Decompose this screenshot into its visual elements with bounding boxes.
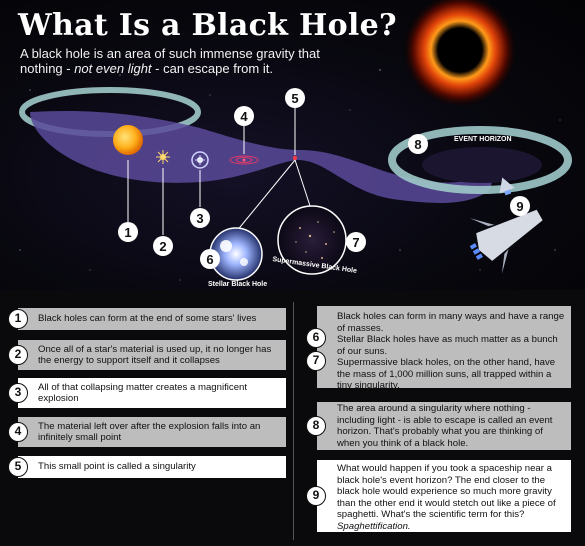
step-number: 2 bbox=[8, 345, 28, 365]
step-number: 4 bbox=[8, 422, 28, 442]
step-number: 1 bbox=[8, 309, 28, 329]
step-number: 9 bbox=[306, 486, 326, 506]
step-number: 3 bbox=[8, 383, 28, 403]
spaghettification-card: 9 What would happen if you took a spaces… bbox=[306, 460, 571, 532]
explanation-section: 1 Black holes can form at the end of som… bbox=[0, 290, 585, 546]
event-horizon-ring bbox=[388, 126, 572, 194]
page-title: What Is a Black Hole? bbox=[18, 8, 397, 43]
page-subtitle: A black hole is an area of such immense … bbox=[20, 46, 320, 76]
diagram-number-7: 7 bbox=[346, 232, 366, 252]
sun-icon bbox=[113, 125, 143, 155]
step-card-3: 3 All of that collapsing matter creates … bbox=[8, 378, 286, 408]
step-card-5: 5 This small point is called a singulari… bbox=[8, 456, 286, 478]
swirl-icon bbox=[229, 155, 259, 165]
singularity-point bbox=[293, 156, 297, 160]
step-number: 7 bbox=[306, 351, 326, 371]
diagram-number-3: 3 bbox=[190, 208, 210, 228]
step-number: 5 bbox=[8, 457, 28, 477]
diagram-number-1: 1 bbox=[118, 222, 138, 242]
step-card-1: 1 Black holes can form at the end of som… bbox=[8, 308, 286, 330]
types-intro: Black holes can form in many ways and ha… bbox=[337, 311, 565, 334]
event-horizon-card: 8 The area around a singularity where no… bbox=[306, 402, 571, 450]
space-illustration: What Is a Black Hole? A black hole is an… bbox=[0, 0, 585, 290]
step-card-4: 4 The material left over after the explo… bbox=[8, 417, 286, 447]
step-card-2: 2 Once all of a star's material is used … bbox=[8, 340, 286, 370]
gravity-tube bbox=[30, 110, 495, 203]
diagram-number-5: 5 bbox=[285, 88, 305, 108]
step-text: Once all of a star's material is used up… bbox=[38, 343, 272, 367]
diagram-number-4: 4 bbox=[234, 106, 254, 126]
starfield bbox=[19, 59, 561, 281]
black-hole-diagram bbox=[19, 0, 572, 281]
diagram-number-8: 8 bbox=[408, 134, 428, 154]
spaceship-large-icon bbox=[469, 209, 543, 274]
type-7-text: 7 Supermassive black holes, on the other… bbox=[306, 351, 565, 392]
column-divider bbox=[293, 302, 294, 540]
spaghettification-question: What would happen if you took a spaceshi… bbox=[337, 463, 556, 520]
event-horizon-text: The area around a singularity where noth… bbox=[337, 403, 553, 449]
collapsing-star-icon bbox=[156, 150, 170, 164]
step-text: This small point is called a singularity bbox=[38, 461, 196, 473]
diagram-number-2: 2 bbox=[153, 236, 173, 256]
diagram-number-9: 9 bbox=[510, 196, 530, 216]
type-6-text: 6 Stellar Black holes have as much matte… bbox=[306, 328, 565, 357]
black-hole-types-card: Black holes can form in many ways and ha… bbox=[306, 306, 571, 391]
spaceship-small-icon bbox=[499, 177, 515, 196]
event-horizon-core bbox=[422, 147, 542, 183]
eht-black-hole-photo bbox=[402, 0, 518, 108]
step-number: 6 bbox=[306, 328, 326, 348]
step-text: Black holes can form at the end of some … bbox=[38, 313, 257, 325]
explosion-icon bbox=[191, 151, 209, 169]
step-text: All of that collapsing matter creates a … bbox=[38, 381, 248, 405]
step-text: The material left over after the explosi… bbox=[38, 420, 261, 444]
step-number: 8 bbox=[306, 416, 326, 436]
diagram-number-6: 6 bbox=[200, 249, 220, 269]
event-horizon-label: EVENT HORIZON bbox=[454, 136, 512, 143]
stellar-black-hole-label: Stellar Black Hole bbox=[208, 281, 268, 288]
spaghettification-answer: Spaghettification. bbox=[337, 520, 411, 532]
